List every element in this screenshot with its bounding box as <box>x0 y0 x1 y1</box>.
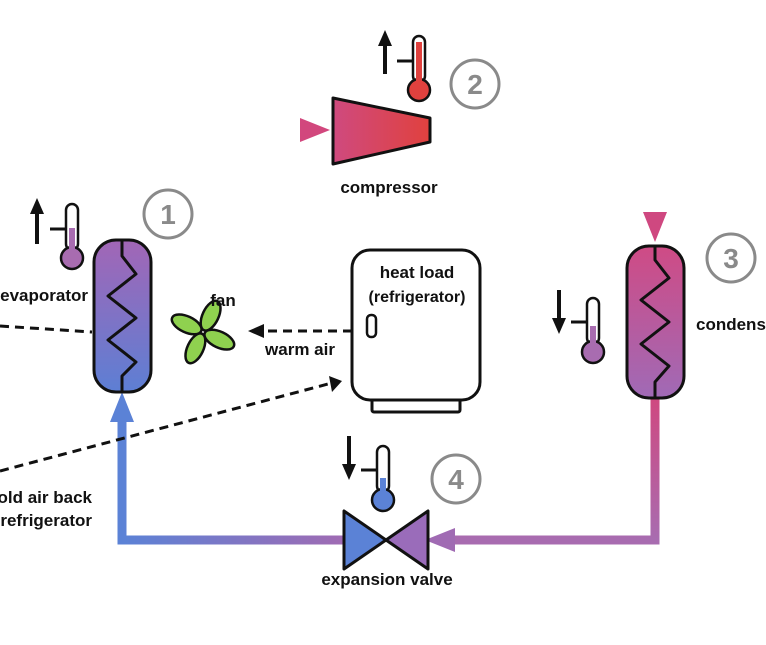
arrowhead-to-valve-icon <box>425 528 455 552</box>
cold-air-sublabel: to refrigerator <box>0 511 92 530</box>
arrowhead-to-evaporator-icon <box>110 392 134 422</box>
expansion-valve-label: expansion valve <box>321 570 452 589</box>
condenser-unit <box>625 244 686 400</box>
warm-air-arrowhead-icon <box>248 324 264 338</box>
thermometer-down-icon <box>552 290 606 365</box>
svg-text:3: 3 <box>723 243 739 274</box>
svg-text:1: 1 <box>160 199 176 230</box>
condenser-icon <box>625 244 686 400</box>
expansion-valve-right-icon <box>384 509 430 571</box>
refrigerant-loop <box>110 118 667 552</box>
pipe-condenser-down <box>450 398 660 545</box>
step-badge-1: 1 <box>142 188 194 240</box>
pipe-valve-to-evaporator <box>117 420 344 545</box>
cold-air-out-line <box>0 324 93 334</box>
evaporator-coil-icon <box>106 240 138 392</box>
evaporator-label: evaporator <box>0 286 88 305</box>
fan-label: fan <box>210 291 236 310</box>
refrigerator <box>350 248 482 414</box>
compressor-label: compressor <box>340 178 438 197</box>
expansion-valve-left-icon <box>342 509 388 571</box>
heat-load-sublabel: (refrigerator) <box>369 289 466 306</box>
expansion-valve <box>342 509 430 571</box>
cold-air-back-line <box>0 382 329 473</box>
compressor-icon <box>331 96 432 166</box>
condenser-label: condenser <box>696 315 766 334</box>
thermometer-up-icon <box>378 30 432 103</box>
fan-icon <box>170 299 236 365</box>
refrigerator-body-icon <box>350 248 482 402</box>
svg-text:4: 4 <box>448 464 464 495</box>
step-badge-4: 4 <box>430 453 482 505</box>
evaporator-unit <box>92 238 153 394</box>
arrowhead-to-condenser-icon <box>643 212 667 242</box>
cold-air-label: cold air back <box>0 488 93 507</box>
step-badge-3: 3 <box>705 232 757 284</box>
warm-air-label: warm air <box>264 340 335 359</box>
cold-air-arrowhead-icon <box>329 376 342 392</box>
condenser-coil-icon <box>639 246 671 398</box>
thermometer-up-icon <box>30 198 85 271</box>
evaporator-icon <box>92 238 153 394</box>
refrigerator-handle-icon <box>365 313 378 339</box>
thermometer-down-icon <box>342 436 396 513</box>
svg-text:2: 2 <box>467 69 483 100</box>
step-badge-2: 2 <box>449 58 501 110</box>
arrowhead-to-compressor-icon <box>300 118 330 142</box>
heat-load-label: heat load <box>380 263 455 282</box>
